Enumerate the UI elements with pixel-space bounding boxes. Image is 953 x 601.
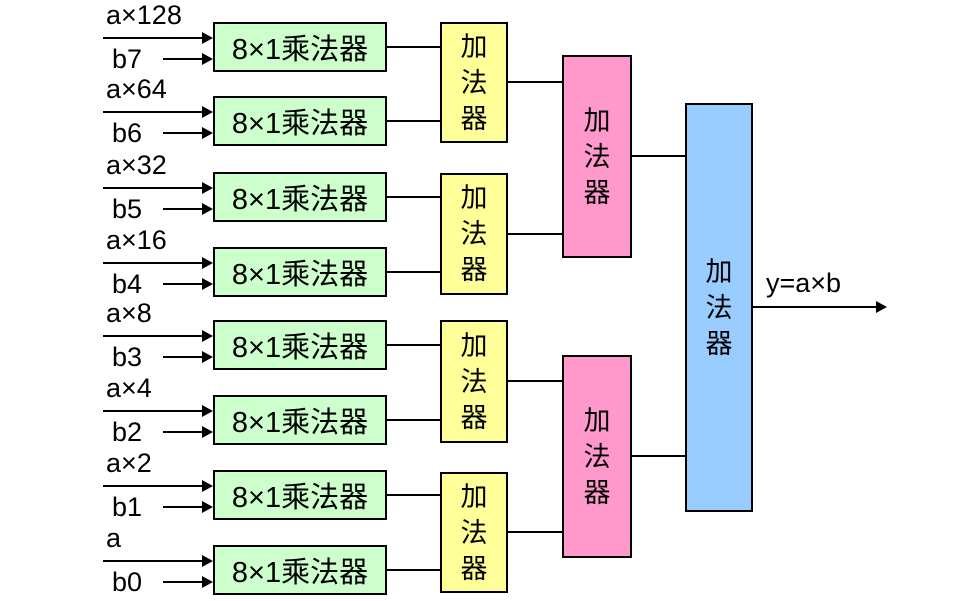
connector-adder1-to-adder2 — [508, 81, 562, 83]
input-arrow-line-b — [163, 581, 202, 583]
arrowhead-icon — [202, 182, 213, 194]
input-arrow-line-a — [103, 187, 202, 189]
arrowhead-icon — [202, 426, 213, 438]
connector-adder1-to-adder2 — [508, 531, 562, 533]
input-arrow-line-a — [103, 410, 202, 412]
multiplier-label: 8×1乘法器 — [231, 108, 369, 140]
adder-box-level2: 加法器 — [562, 355, 632, 558]
connector-adder2-to-final — [632, 455, 685, 457]
input-arrow-line-a — [103, 560, 202, 562]
connector-adder2-to-final — [632, 155, 685, 157]
input-label-a: a×2 — [106, 448, 152, 478]
connector-multiplier-to-adder — [387, 46, 440, 48]
multiplier-label: 8×1乘法器 — [231, 34, 369, 66]
adder-box-final: 加法器 — [685, 103, 753, 512]
input-arrow-line-a — [103, 262, 202, 264]
input-arrow-line-b — [163, 132, 202, 134]
input-label-b: b6 — [112, 118, 143, 148]
connector-multiplier-to-adder — [387, 196, 440, 198]
adder-label: 加法器 — [460, 31, 488, 134]
arrowhead-icon — [202, 127, 213, 139]
input-arrow-line-a — [103, 37, 202, 39]
connector-adder1-to-adder2 — [508, 380, 562, 382]
multiplier-label: 8×1乘法器 — [231, 557, 369, 589]
multiplier-label: 8×1乘法器 — [231, 482, 369, 514]
adder-label: 加法器 — [460, 183, 488, 285]
output-arrow-line — [753, 306, 876, 308]
multiplier-label: 8×1乘法器 — [231, 407, 369, 439]
input-label-b: b0 — [112, 567, 143, 597]
connector-adder1-to-adder2 — [508, 233, 562, 235]
connector-multiplier-to-adder — [387, 494, 440, 496]
adder-label: 加法器 — [705, 256, 733, 359]
arrowhead-icon — [202, 351, 213, 363]
input-arrow-line-b — [163, 356, 202, 358]
adder-label: 加法器 — [583, 405, 611, 508]
input-arrow-line-b — [163, 283, 202, 285]
arrowhead-icon — [202, 203, 213, 215]
arrowhead-icon — [202, 480, 213, 492]
arrowhead-icon — [202, 53, 213, 65]
connector-multiplier-to-adder — [387, 419, 440, 421]
arrowhead-icon — [202, 106, 213, 118]
multiplier-box: 8×1乘法器 — [213, 545, 387, 595]
input-label-b: b4 — [112, 269, 143, 299]
input-arrow-line-a — [103, 111, 202, 113]
input-label-b: b1 — [112, 492, 143, 522]
input-label-a: a×32 — [106, 150, 167, 180]
multiplier-box: 8×1乘法器 — [213, 172, 387, 222]
adder-label: 加法器 — [460, 481, 488, 584]
input-label-b: b5 — [112, 194, 143, 224]
input-label-b: b3 — [112, 342, 143, 372]
input-arrow-line-b — [163, 208, 202, 210]
multiplier-box: 8×1乘法器 — [213, 96, 387, 146]
arrowhead-icon — [202, 330, 213, 342]
multiplier-box: 8×1乘法器 — [213, 320, 387, 370]
input-label-a: a×4 — [106, 373, 152, 403]
input-label-a: a×8 — [106, 298, 152, 328]
connector-multiplier-to-adder — [387, 271, 440, 273]
multiplier-box: 8×1乘法器 — [213, 470, 387, 520]
adder-label: 加法器 — [583, 105, 611, 208]
adder-box-level1: 加法器 — [440, 320, 508, 443]
multiplier-label: 8×1乘法器 — [231, 332, 369, 364]
input-label-a: a×16 — [106, 225, 167, 255]
input-label-a: a — [106, 523, 122, 553]
adder-box-level2: 加法器 — [562, 55, 632, 258]
input-arrow-line-b — [163, 506, 202, 508]
arrowhead-icon — [202, 278, 213, 290]
input-label-b: b2 — [112, 417, 143, 447]
adder-box-level1: 加法器 — [440, 22, 508, 143]
input-label-a: a×64 — [106, 74, 167, 104]
arrowhead-icon — [202, 576, 213, 588]
multiplier-box: 8×1乘法器 — [213, 395, 387, 445]
input-label-b: b7 — [112, 44, 143, 74]
input-arrow-line-b — [163, 431, 202, 433]
adder-label: 加法器 — [460, 330, 488, 433]
multiplier-box: 8×1乘法器 — [213, 247, 387, 297]
input-arrow-line-b — [163, 58, 202, 60]
connector-multiplier-to-adder — [387, 569, 440, 571]
connector-multiplier-to-adder — [387, 120, 440, 122]
arrowhead-icon — [202, 32, 213, 44]
multiplier-label: 8×1乘法器 — [231, 184, 369, 216]
output-label: y=a×b — [766, 268, 842, 298]
arrowhead-icon — [202, 257, 213, 269]
input-arrow-line-a — [103, 485, 202, 487]
multiplier-label: 8×1乘法器 — [231, 259, 369, 291]
multiplier-box: 8×1乘法器 — [213, 22, 387, 72]
input-arrow-line-a — [103, 335, 202, 337]
adder-box-level1: 加法器 — [440, 173, 508, 295]
arrowhead-icon — [202, 405, 213, 417]
arrowhead-icon — [202, 555, 213, 567]
arrowhead-icon — [202, 501, 213, 513]
arrowhead-icon — [876, 301, 887, 313]
adder-box-level1: 加法器 — [440, 472, 508, 593]
input-label-a: a×128 — [106, 0, 182, 30]
connector-multiplier-to-adder — [387, 344, 440, 346]
